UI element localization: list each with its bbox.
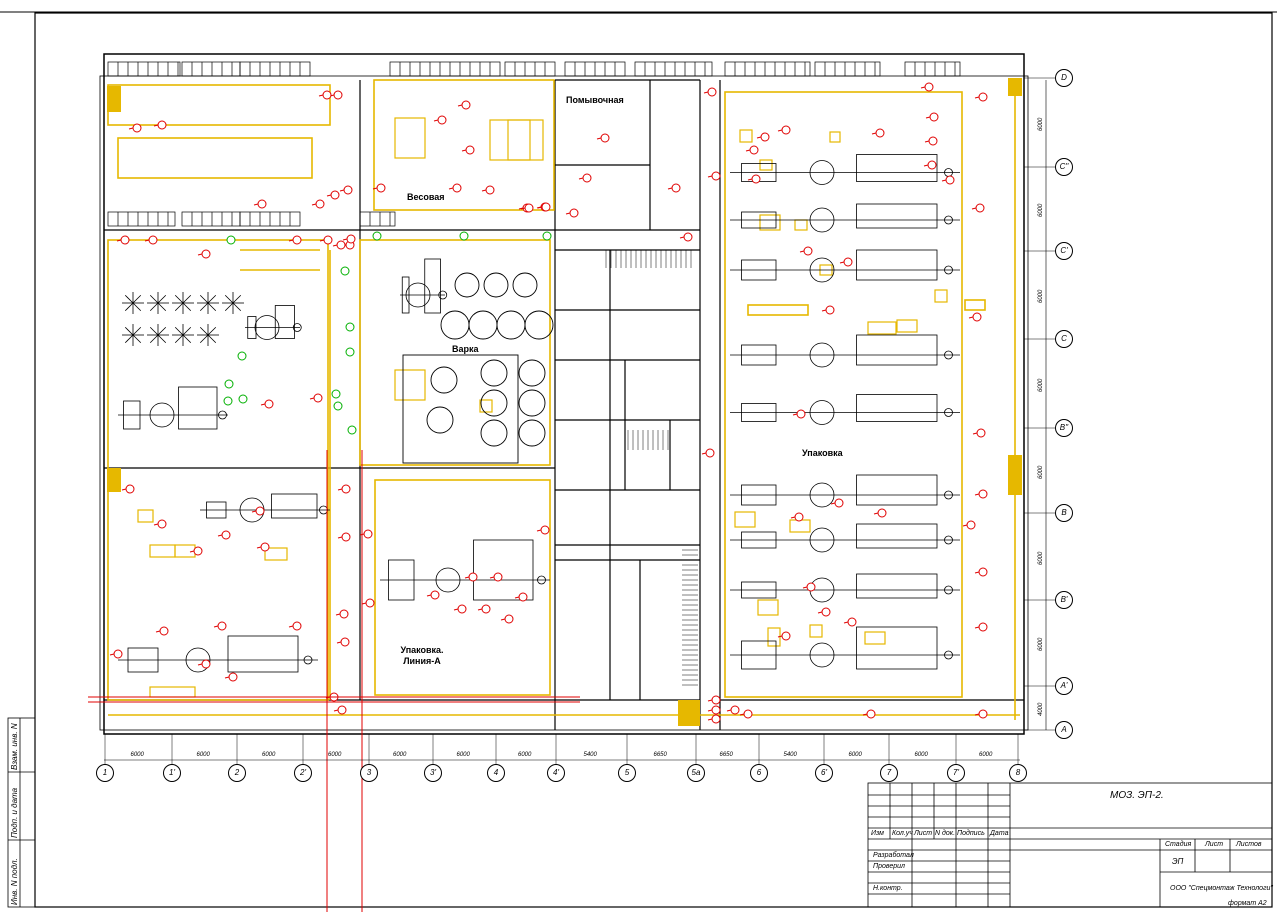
tb-sheet-header: Лист	[1205, 841, 1224, 848]
dimension-label: 5400	[783, 752, 797, 758]
room-label-packing-line-a: Упаковка. Линия-А	[400, 645, 444, 666]
axis-bubble: 5	[618, 764, 636, 782]
tb-header-izm: Изм	[871, 830, 884, 837]
axis-bubble: 4'	[547, 764, 565, 782]
axis-bubble: 4	[487, 764, 505, 782]
axis-bubble: C'	[1055, 242, 1073, 260]
stamp-sign: Подп. и дата	[10, 787, 19, 838]
stamp-replace: Взам. инв. N	[10, 723, 19, 770]
dimension-label: 6000	[1038, 637, 1044, 651]
dimension-label: 6000	[130, 752, 144, 758]
dimension-label: 6650	[653, 752, 667, 758]
tb-developed: Разработал	[873, 852, 914, 859]
dimension-label: 6000	[1038, 378, 1044, 392]
axis-bubble: A'	[1055, 677, 1073, 695]
tanks	[402, 272, 554, 464]
axis-bubble: 3'	[424, 764, 442, 782]
dimension-label: 6650	[719, 752, 733, 758]
tb-control: Н.контр.	[873, 885, 903, 892]
dimension-label: 6000	[328, 752, 342, 758]
tb-sheets-header: Листов	[1236, 841, 1262, 848]
room-label-brewing: Варка	[452, 344, 479, 354]
axis-bubble: A	[1055, 721, 1073, 739]
axis-bubble: 8	[1009, 764, 1027, 782]
tb-header-kol: Кол.уч	[892, 830, 913, 837]
equipment-zones	[107, 79, 1020, 720]
windows-top	[107, 61, 961, 77]
axis-bubble: B'	[1055, 591, 1073, 609]
dimension-label: 4000	[1038, 702, 1044, 716]
tb-format: формат А2	[1228, 900, 1267, 907]
axis-bubble: 7	[880, 764, 898, 782]
axis-bubble: 1'	[163, 764, 181, 782]
dimension-label: 6000	[848, 752, 862, 758]
room-label-weighing: Весовая	[407, 192, 445, 202]
axis-bubble: 1	[96, 764, 114, 782]
sheet-frame	[34, 12, 1273, 908]
dimension-label: 6000	[456, 752, 470, 758]
tb-header-sign: Подпись	[957, 830, 985, 837]
axis-bubble: 6	[750, 764, 768, 782]
margin-stamp-frame	[7, 717, 36, 908]
markers	[109, 82, 988, 724]
cut-lines	[88, 450, 580, 912]
room-label-packing: Упаковка	[802, 448, 843, 458]
tb-checked: Проверил	[873, 863, 905, 870]
axis-bubble: C''	[1055, 158, 1073, 176]
axis-lines	[104, 77, 1055, 764]
tb-company: ООО "Спецмонтаж Технологи"	[1170, 885, 1273, 892]
axis-bubble: C	[1055, 330, 1073, 348]
tb-header-ndoc: N док.	[935, 830, 956, 837]
dimension-label: 5400	[583, 752, 597, 758]
axis-bubble: B	[1055, 504, 1073, 522]
dimension-label: 6000	[1038, 465, 1044, 479]
axis-bubble: 7'	[947, 764, 965, 782]
title-block-grid	[867, 782, 1273, 908]
axis-bubble: 2	[228, 764, 246, 782]
dimension-label: 6000	[1038, 203, 1044, 217]
dimension-label: 6000	[518, 752, 532, 758]
windows-mid	[107, 211, 396, 227]
axis-bubble: 2'	[294, 764, 312, 782]
fans	[122, 292, 244, 346]
dimension-label: 6000	[1038, 289, 1044, 303]
tb-header-list: Лист	[914, 830, 933, 837]
axis-bubble: D	[1055, 69, 1073, 87]
building-outline	[103, 53, 1025, 735]
stamp-inv: Инв. N подл.	[10, 858, 19, 905]
room-label-washroom: Помывочная	[566, 95, 624, 105]
dimension-label: 6000	[914, 752, 928, 758]
stairs	[605, 250, 698, 686]
axis-bubble: 3	[360, 764, 378, 782]
axis-bubble: B''	[1055, 419, 1073, 437]
dimension-label: 6000	[393, 752, 407, 758]
tb-stage: ЭП	[1172, 857, 1184, 866]
dimension-label: 6000	[979, 752, 993, 758]
machinery	[118, 154, 960, 673]
tb-header-date: Дата	[990, 830, 1009, 837]
dimension-label: 6000	[1038, 551, 1044, 565]
tb-stage-header: Стадия	[1165, 841, 1192, 848]
drawing-code: МОЗ. ЭП-2.	[1110, 790, 1164, 801]
dimension-label: 6000	[262, 752, 276, 758]
dimension-label: 6000	[1038, 117, 1044, 131]
hatched-pads	[107, 78, 1022, 726]
axis-bubble: 5a	[687, 764, 705, 782]
dimension-label: 6000	[196, 752, 210, 758]
axis-bubble: 6'	[815, 764, 833, 782]
